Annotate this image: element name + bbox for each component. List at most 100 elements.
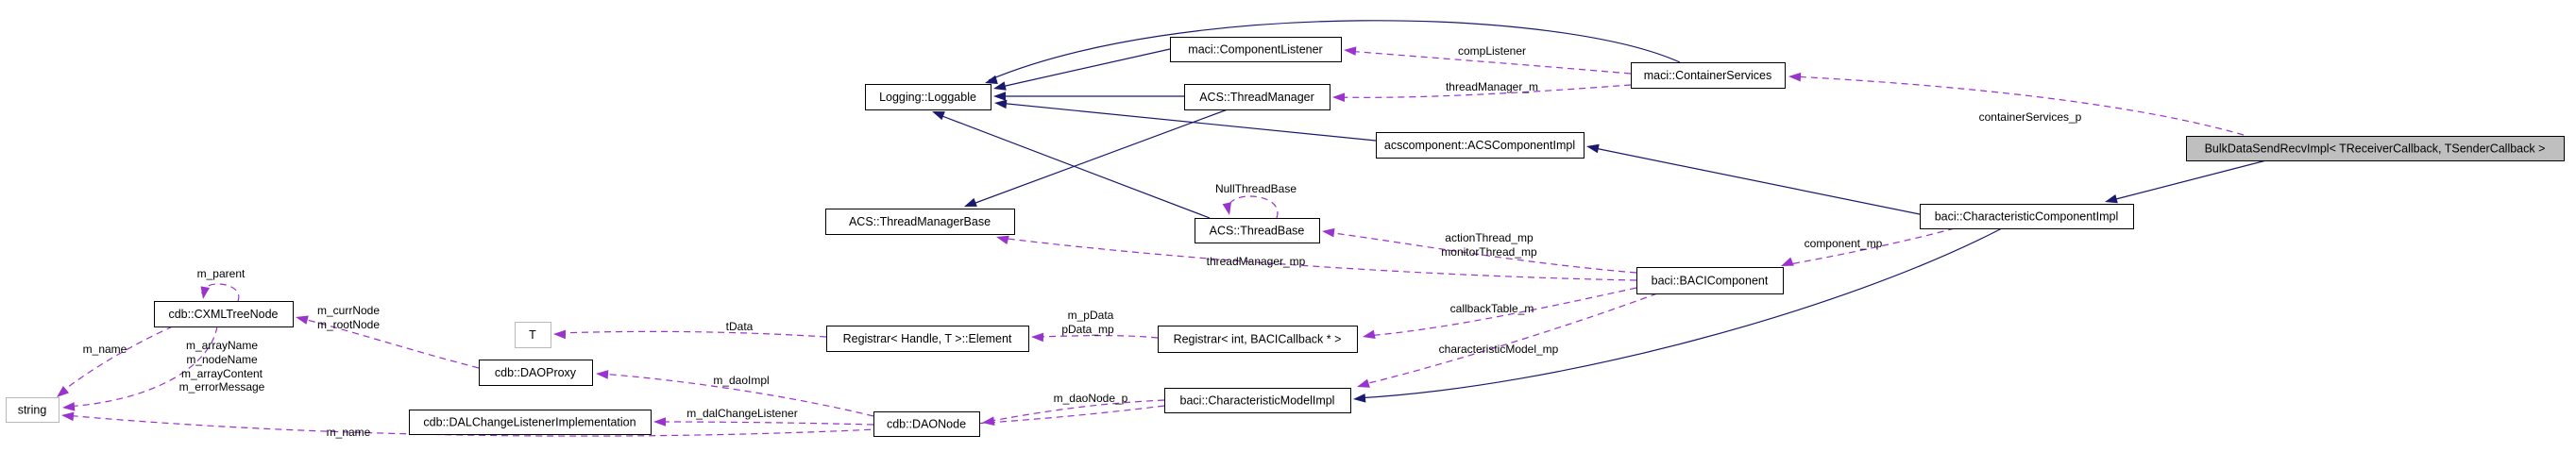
node-box[interactable] xyxy=(515,322,551,348)
node-maci-container-services[interactable]: maci::ContainerServices xyxy=(1631,62,1786,89)
node-box[interactable] xyxy=(479,360,593,386)
member-arrowhead xyxy=(57,385,70,397)
node-baci-characteristic-model-impl[interactable]: baci::CharacteristicModelImpl xyxy=(1164,388,1351,413)
edge-mem-daonode-p: m_daoNode_p xyxy=(982,392,1165,426)
edge-label: containerServices_p xyxy=(1979,110,2082,124)
member-arrowhead xyxy=(1363,329,1376,339)
node-registrar-int-bacicallback[interactable]: Registrar< int, BACICallback * > xyxy=(1158,326,1358,353)
node-box[interactable] xyxy=(825,209,1015,235)
edge-label: characteristicModel_mp xyxy=(1439,343,1559,356)
edge-mem-threadmanager-mp: threadManager_mp xyxy=(996,235,1637,281)
edge-label: m_name xyxy=(327,426,371,439)
node-box[interactable] xyxy=(1158,326,1358,353)
edge-mem-name-model: m_name xyxy=(61,405,1165,439)
edge-inh-bulkdata-characteristiccomponentimpl xyxy=(2105,159,2267,204)
inheritance-arrowhead xyxy=(1586,143,1600,154)
node-string-node[interactable]: string xyxy=(6,397,59,423)
node-label: baci::CharacteristicComponentImpl xyxy=(1935,210,2119,224)
member-arrowhead xyxy=(1357,378,1370,388)
node-box[interactable] xyxy=(1920,204,2134,229)
edge-label: m_daoImpl xyxy=(713,374,769,387)
node-box[interactable] xyxy=(1631,62,1786,89)
node-acs-thread-manager[interactable]: ACS::ThreadManager xyxy=(1184,84,1330,110)
edge-inh-characteristiccomponentimpl-acscomponentimpl xyxy=(1586,143,1921,215)
edge-label: m_arrayContent xyxy=(181,367,263,380)
member-arrowhead xyxy=(1322,227,1335,238)
edge-label: m_pData xyxy=(1068,309,1114,322)
edge-mem-parent: m_parent xyxy=(197,267,246,302)
node-box[interactable] xyxy=(154,301,294,327)
node-cdb-cxml-tree-node[interactable]: cdb::CXMLTreeNode xyxy=(154,301,294,327)
node-cdb-dao-node[interactable]: cdb::DAONode xyxy=(873,411,980,437)
edge-label: m_errorMessage xyxy=(179,380,265,393)
node-box[interactable] xyxy=(1376,132,1585,159)
node-cdb-dal-change-listener-implementation[interactable]: cdb::DALChangeListenerImplementation xyxy=(409,410,652,435)
node-box[interactable] xyxy=(1184,84,1330,110)
edge-inh-componentlistener-loggable xyxy=(993,48,1171,91)
inheritance-arrowhead xyxy=(932,111,945,121)
member-arrowhead xyxy=(596,370,609,379)
node-acs-thread-manager-base[interactable]: ACS::ThreadManagerBase xyxy=(825,209,1015,235)
node-maci-component-listener[interactable]: maci::ComponentListener xyxy=(1170,37,1342,62)
edge-mem-containerservices-p: containerServices_p xyxy=(1788,72,2245,136)
edge-label: m_dalChangeListener xyxy=(686,407,797,420)
member-arrowhead xyxy=(296,315,309,325)
node-bulk-data-send-recv-impl[interactable]: BulkDataSendRecvImpl< TReceiverCallback,… xyxy=(2186,136,2565,161)
node-label: baci::BACIComponent xyxy=(1652,275,1769,288)
edge-label: actionThread_mp xyxy=(1445,231,1534,244)
member-arrowhead xyxy=(996,235,1009,245)
member-arrowhead xyxy=(1344,46,1357,56)
node-box[interactable] xyxy=(1164,388,1351,413)
node-label: T xyxy=(529,328,536,342)
edge-mem-dalchangelistener: m_dalChangeListener xyxy=(653,407,874,427)
edge-label: component_mp xyxy=(1805,237,1883,250)
edge-label: m_parent xyxy=(197,267,246,280)
node-label: Registrar< int, BACICallback * > xyxy=(1174,333,1342,346)
node-label: Registrar< Handle, T >::Element xyxy=(843,332,1012,345)
node-label: ACS::ThreadBase xyxy=(1210,225,1305,238)
node-label: ACS::ThreadManagerBase xyxy=(849,215,991,228)
node-box[interactable] xyxy=(1636,267,1784,294)
node-cdb-dao-proxy[interactable]: cdb::DAOProxy xyxy=(479,360,593,386)
node-box[interactable] xyxy=(873,411,980,437)
node-box[interactable] xyxy=(826,326,1029,352)
node-box[interactable] xyxy=(409,410,652,435)
member-arrowhead xyxy=(61,411,75,422)
node-t-template[interactable]: T xyxy=(515,322,551,348)
edge-label: callbackTable_m xyxy=(1450,302,1534,315)
inheritance-arrowhead xyxy=(1353,393,1366,403)
inheritance-arrowhead xyxy=(985,75,998,85)
edge-mem-threadmanager-m: threadManager_m xyxy=(1332,80,1632,103)
node-acs-thread-base[interactable]: ACS::ThreadBase xyxy=(1195,218,1320,243)
member-arrowhead xyxy=(982,416,995,426)
inheritance-arrowhead xyxy=(993,92,1006,101)
node-box[interactable] xyxy=(1195,218,1320,243)
node-logging-loggable[interactable]: Logging::Loggable xyxy=(865,84,991,110)
member-arrowhead xyxy=(200,286,210,299)
inheritance-arrowhead xyxy=(964,197,977,207)
member-arrowhead xyxy=(1332,92,1346,103)
inheritance-arrowhead xyxy=(993,81,1007,91)
node-baci-characteristic-component-impl[interactable]: baci::CharacteristicComponentImpl xyxy=(1920,204,2134,229)
node-baci-baci-component[interactable]: baci::BACIComponent xyxy=(1636,267,1784,294)
node-label: cdb::DALChangeListenerImplementation xyxy=(423,416,636,429)
node-label: baci::CharacteristicModelImpl xyxy=(1180,394,1335,408)
node-box[interactable] xyxy=(1170,37,1342,62)
node-box[interactable] xyxy=(2186,136,2565,161)
node-registrar-handle-element[interactable]: Registrar< Handle, T >::Element xyxy=(826,326,1029,352)
edge-label: m_nodeName xyxy=(186,353,258,366)
edge-mem-name-treenode: m_name xyxy=(57,326,174,397)
edge-inh-threadmanager-loggable xyxy=(993,92,1184,101)
edge-mem-arraynames: m_arrayNamem_nodeNamem_arrayContentm_err… xyxy=(62,326,265,411)
node-acscomponent-acs-component-impl[interactable]: acscomponent::ACSComponentImpl xyxy=(1376,132,1585,159)
node-box[interactable] xyxy=(865,84,991,110)
node-box[interactable] xyxy=(6,397,59,423)
edge-label: m_name xyxy=(83,343,127,356)
node-label: maci::ComponentListener xyxy=(1188,43,1322,57)
member-arrowhead xyxy=(1788,72,1802,82)
node-label: cdb::DAOProxy xyxy=(495,366,577,379)
edge-label: m_daoNode_p xyxy=(1054,392,1128,405)
